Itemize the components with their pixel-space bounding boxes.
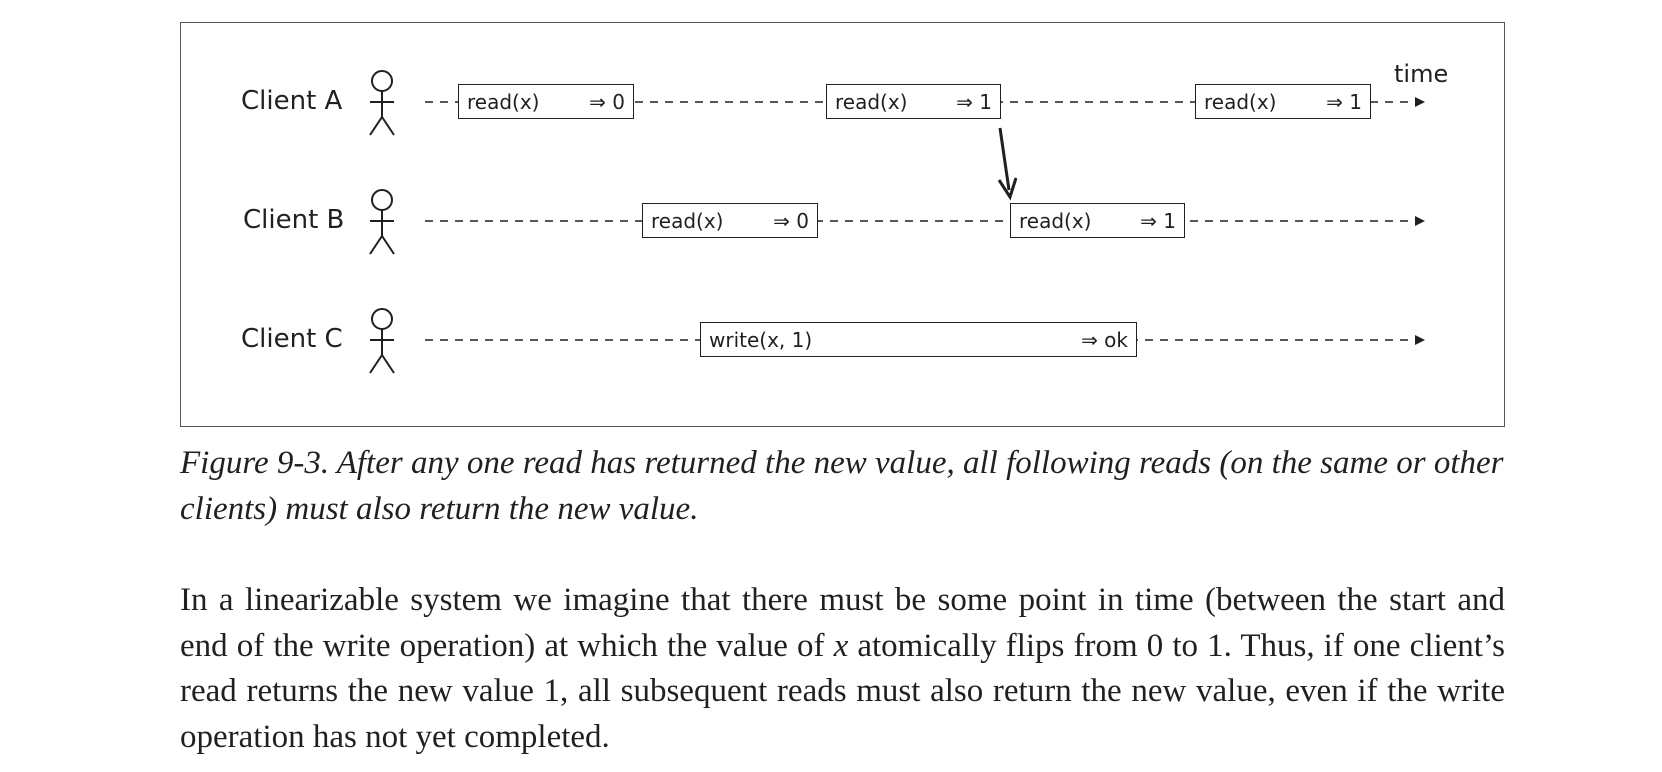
timing-diagram: Client A Client B Client C time read(x) … — [180, 22, 1505, 427]
paragraph-text-start: In a linearizable system we imagine that… — [180, 582, 1505, 664]
client-c-label: Client C — [241, 324, 343, 354]
client-b-read-2: read(x) ⇒ 1 — [1010, 203, 1185, 238]
client-c-write: write(x, 1) ⇒ ok — [700, 322, 1137, 357]
op-result: ⇒ 1 — [956, 90, 992, 114]
client-b-label: Client B — [243, 205, 345, 235]
op-name: read(x) — [651, 209, 724, 233]
time-axis-label: time — [1394, 60, 1449, 88]
op-result: ⇒ ok — [1081, 328, 1128, 352]
op-name: read(x) — [835, 90, 908, 114]
diagram-lines — [369, 70, 1425, 374]
op-name: write(x, 1) — [709, 328, 813, 352]
client-b-stick-figure-icon — [369, 189, 395, 255]
client-a-label: Client A — [241, 86, 343, 116]
variable-x: x — [833, 627, 849, 664]
client-a-read-1: read(x) ⇒ 0 — [458, 84, 634, 119]
op-name: read(x) — [1019, 209, 1092, 233]
client-a-stick-figure-icon — [369, 70, 395, 136]
op-name: read(x) — [467, 90, 540, 114]
causality-arrow-icon — [997, 127, 1018, 201]
client-c-stick-figure-icon — [369, 308, 395, 374]
figure-frame — [180, 22, 1505, 427]
op-result: ⇒ 1 — [1326, 90, 1362, 114]
op-result: ⇒ 0 — [589, 90, 625, 114]
client-a-read-2: read(x) ⇒ 1 — [826, 84, 1001, 119]
body-paragraph: In a linearizable system we imagine that… — [180, 578, 1505, 760]
op-name: read(x) — [1204, 90, 1277, 114]
op-result: ⇒ 0 — [773, 209, 809, 233]
figure-caption: Figure 9-3. After any one read has retur… — [180, 445, 1504, 527]
client-b-read-1: read(x) ⇒ 0 — [642, 203, 818, 238]
op-result: ⇒ 1 — [1140, 209, 1176, 233]
client-a-read-3: read(x) ⇒ 1 — [1195, 84, 1371, 119]
paragraph-text-end: atomically flips from 0 to 1. Thus, if o… — [180, 627, 1505, 755]
